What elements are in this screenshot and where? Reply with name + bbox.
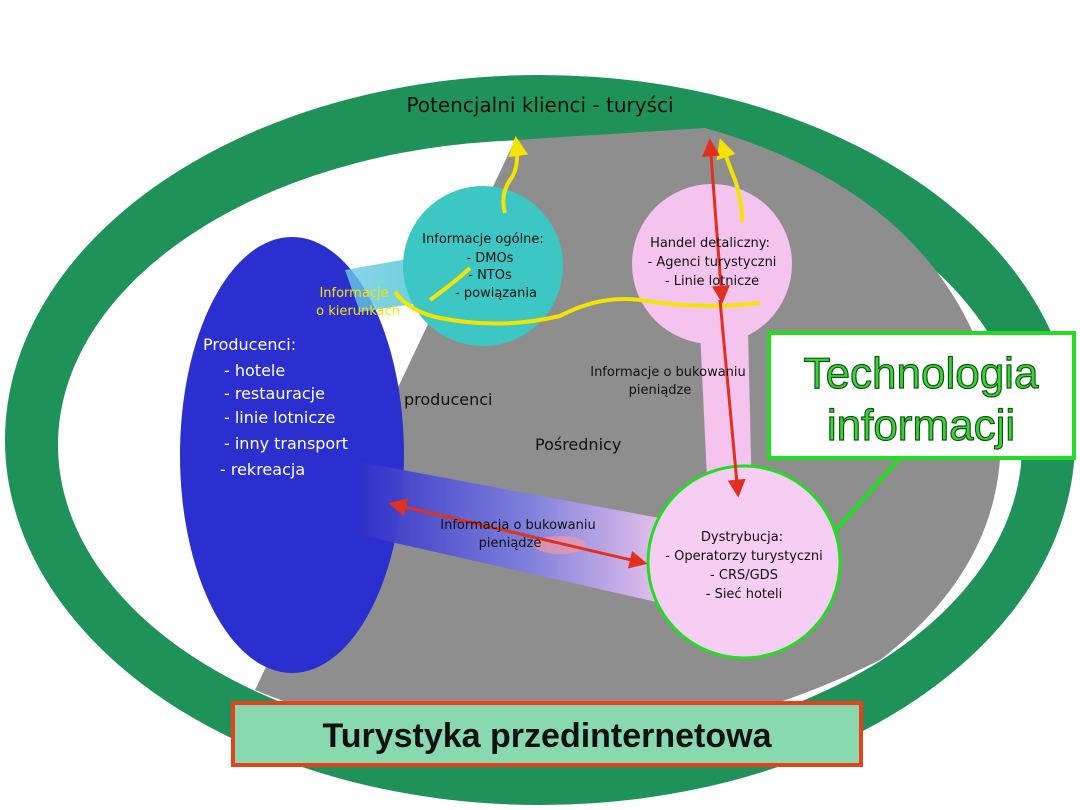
retail-item: - Linie lotnicze [665,274,759,289]
intermediaries-label: Pośrednicy [535,435,621,454]
top-label: Potencjalni klienci - turyści [406,93,673,117]
producers-distribution-arrow [388,498,648,569]
producers-item: - rekreacja [220,460,305,479]
general-info-circle [403,186,563,346]
producers-item: - inny transport [224,434,348,453]
retail-distribution-arrow [718,299,746,498]
booking-info-right: Informacje o bukowaniu [590,365,746,380]
tech-label: informacji [827,401,1015,450]
retail-item: - Agenci turystyczni [648,255,777,270]
booking-info-bottom: pieniądze [479,536,542,551]
yellow-flow-branch [428,266,472,302]
producers-blob [180,237,404,673]
distribution-item: - Operatorzy turystyczni [665,549,822,564]
retail-distribution-column [700,330,752,500]
direction-info-label: Informacje [319,286,388,301]
title-box [231,701,863,767]
retail-title: Handel detaliczny: [650,236,770,251]
producers-item: - linie lotnicze [224,408,335,427]
producers-title: Producenci: [203,335,296,354]
booking-info-bottom: Informacja o bukowaniu [440,518,596,533]
producers-zone-label: producenci [404,390,493,409]
general-info-title: Informacje ogólne: [422,232,544,247]
distribution-title: Dystrybucja: [701,530,783,545]
direction-info-label: o kierunkach [316,304,400,319]
yellow-flow-main [393,290,761,326]
tech-box-connector [834,456,902,532]
retail-clients-arrow [702,138,730,304]
producers-item: - hotele [224,361,285,380]
distribution-circle [646,464,842,660]
tech-box [767,331,1076,460]
distribution-item: - CRS/GDS [710,568,778,583]
general-info-item: - powiązania [455,286,537,301]
yellow-flow-up-left [501,136,529,214]
producers-item: - restauracje [224,384,325,403]
booking-info-right: pieniądze [629,383,692,398]
tech-label: Technologia [804,349,1039,398]
general-info-item: - NTOs [468,268,512,283]
distribution-item: - Sieć hoteli [706,587,782,602]
general-info-item: - DMOs [466,251,513,266]
diagram-title: Turystyka przedinternetowa [322,717,772,755]
